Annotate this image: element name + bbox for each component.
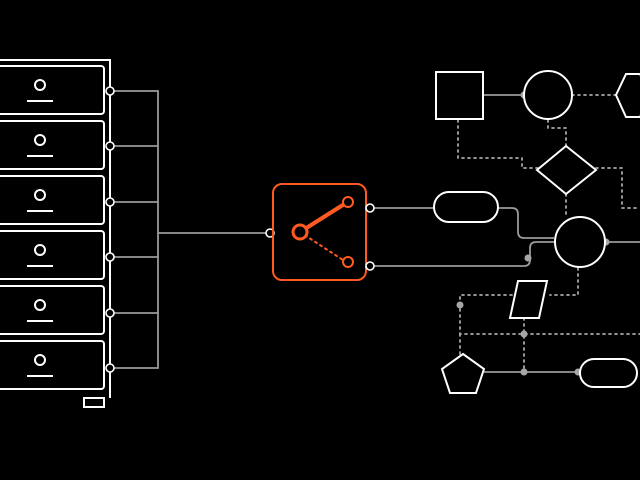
switch-output-dots (365, 203, 375, 271)
data-parallelogram-icon (508, 280, 549, 319)
hub-circle-icon (554, 216, 606, 268)
square-node-icon (435, 71, 484, 120)
rack-bus-connector (110, 90, 266, 369)
server-unit-6 (0, 340, 105, 390)
server-unit-3 (0, 175, 105, 225)
rack-port-dots (105, 86, 275, 373)
pill-node-icon-bottom (579, 358, 638, 388)
pill-node-icon (433, 191, 499, 223)
circle-node-icon (523, 70, 573, 120)
solid-flow-connectors (484, 94, 640, 373)
switch-output-connectors (370, 207, 554, 267)
toggle-switch-icon (272, 183, 367, 281)
server-unit-4 (0, 230, 105, 280)
dotted-flow-connectors (457, 94, 640, 373)
decision-diamond-icon (535, 144, 598, 196)
hexagon-node-icon (614, 73, 640, 118)
server-unit-2 (0, 120, 105, 170)
server-rack-icon (0, 59, 111, 408)
pentagon-node-icon (440, 352, 486, 394)
server-unit-5 (0, 285, 105, 335)
server-unit-1 (0, 65, 105, 115)
